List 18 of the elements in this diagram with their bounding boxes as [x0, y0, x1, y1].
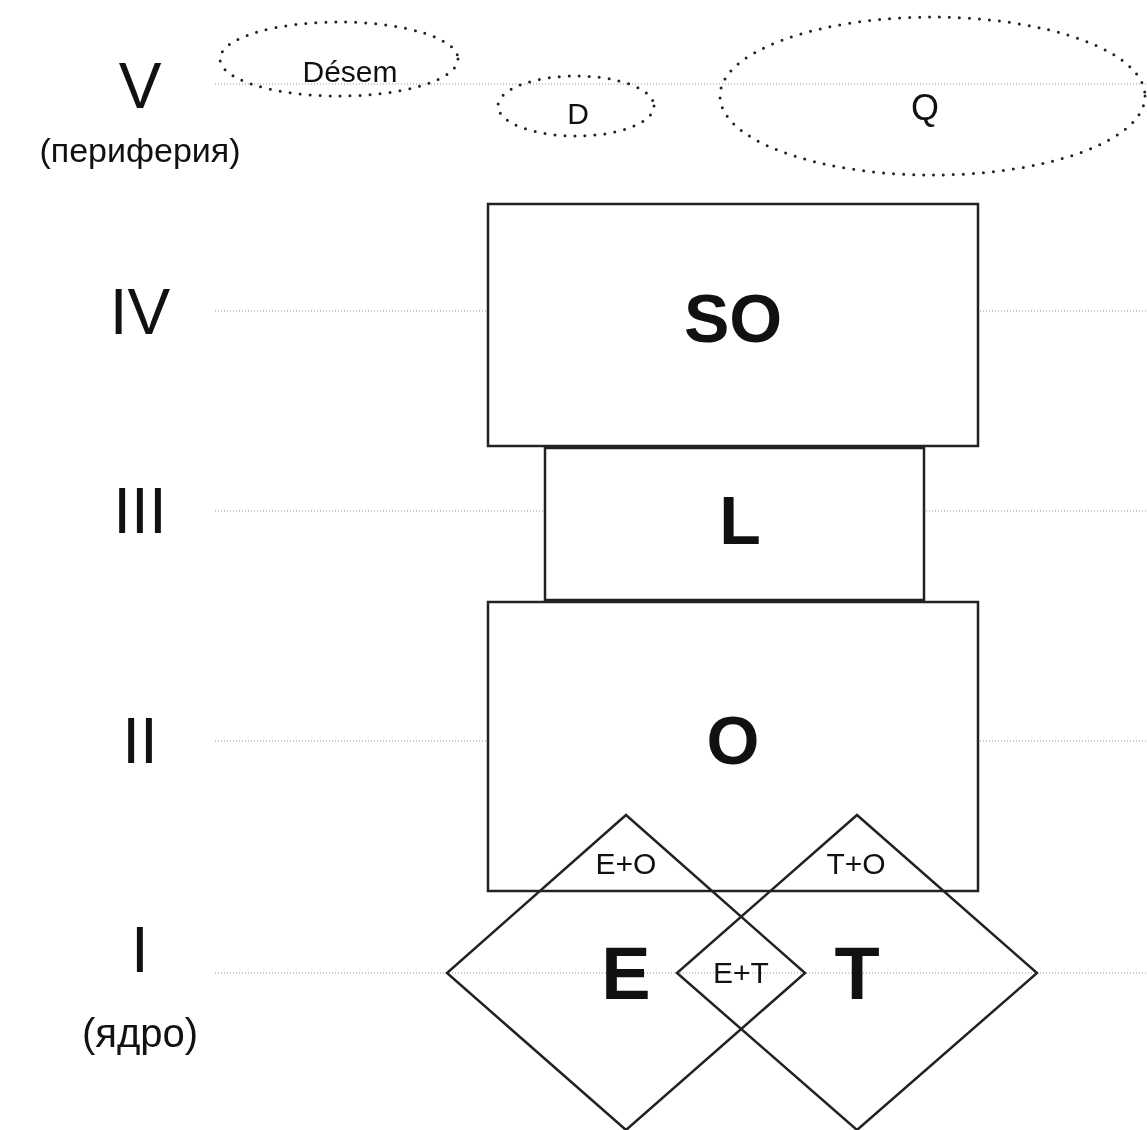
level-numeral: II	[122, 709, 158, 773]
level-numeral: I	[131, 918, 149, 982]
level-caption: (ядро)	[81, 1013, 199, 1053]
node-label: SO	[683, 284, 783, 352]
overlap-label: E+T	[713, 958, 769, 988]
node-label: T	[834, 937, 880, 1011]
overlap-label: E+O	[595, 849, 657, 879]
node-label: E	[601, 937, 651, 1011]
node-label: D	[567, 99, 589, 129]
node-label: Désem	[302, 57, 398, 87]
node-label: O	[706, 706, 760, 774]
node-label: L	[719, 486, 761, 554]
level-numeral: V	[118, 54, 162, 118]
node-label: Q	[911, 90, 939, 126]
level-numeral: III	[113, 479, 167, 543]
level-numeral: IV	[109, 280, 171, 344]
overlap-label: T+O	[826, 849, 886, 879]
level-caption: (периферия)	[39, 133, 241, 167]
